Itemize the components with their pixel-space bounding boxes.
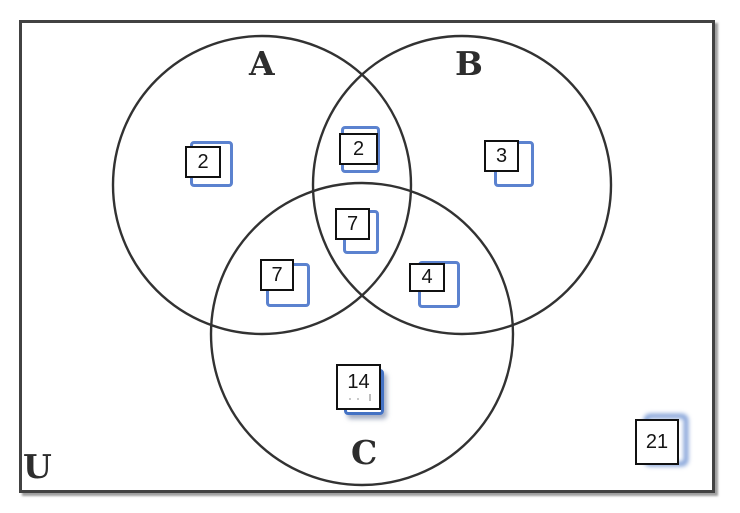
count-box-center[interactable]: 7 <box>335 208 370 240</box>
count-a-only: 2 <box>197 150 209 173</box>
count-box-c-only[interactable]: 14 <box>336 364 381 410</box>
count-outside: 21 <box>645 430 669 453</box>
label-set-a: A <box>249 44 275 83</box>
count-center: 7 <box>346 212 359 235</box>
count-box-outside[interactable]: 21 <box>635 419 679 465</box>
label-universe: U <box>23 447 52 486</box>
count-b-and-c: 4 <box>421 266 433 288</box>
circle-c <box>209 181 515 487</box>
count-box-a-and-b[interactable]: 2 <box>339 133 378 165</box>
label-set-c: C <box>351 433 378 472</box>
count-a-and-c: 7 <box>271 263 283 286</box>
count-box-a-only[interactable]: 2 <box>185 146 221 178</box>
count-box-a-and-c[interactable]: 7 <box>260 259 294 291</box>
circle-b <box>311 34 613 336</box>
label-set-b: B <box>455 44 483 83</box>
count-b-only: 3 <box>495 144 508 167</box>
count-a-and-b: 2 <box>352 137 365 160</box>
faint-cursor-artifact <box>349 394 373 401</box>
circle-a <box>111 34 413 336</box>
count-box-b-only[interactable]: 3 <box>484 140 519 172</box>
count-c-only: 14 <box>347 371 370 393</box>
count-box-b-and-c[interactable]: 4 <box>409 263 445 292</box>
